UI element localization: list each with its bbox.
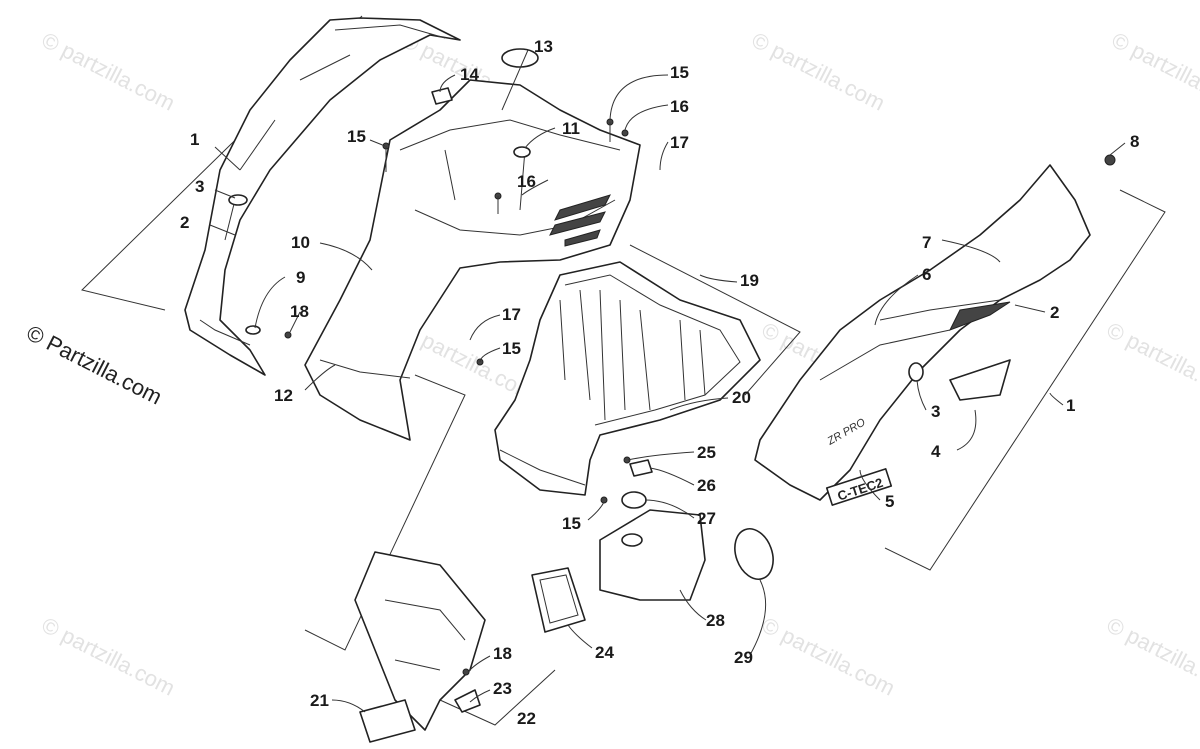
clip-26 — [629, 459, 653, 477]
callout-6: 6 — [922, 265, 931, 284]
bracket-23 — [454, 689, 481, 713]
callout-16: 16 — [517, 172, 536, 191]
watermark: © partzilla.com — [38, 612, 179, 700]
clip-21 — [359, 699, 416, 743]
watermark: © partzilla.com — [1103, 317, 1200, 405]
callout-14: 14 — [460, 65, 479, 84]
callout-24: 24 — [595, 643, 614, 662]
callout-21: 21 — [310, 691, 329, 710]
callout-27: 27 — [697, 509, 716, 528]
callout-29: 29 — [734, 648, 753, 667]
gasket-27 — [621, 491, 647, 509]
callout-19: 19 — [740, 271, 759, 290]
grommet-9 — [245, 325, 261, 335]
callout-16: 16 — [670, 97, 689, 116]
callout-28: 28 — [706, 611, 725, 630]
bracket-14 — [431, 87, 453, 105]
callout-17: 17 — [502, 305, 521, 324]
callout-labels: 1 2 3 9 10 18 12 14 13 15 11 16 15 16 17… — [180, 37, 1139, 728]
callout-11: 11 — [562, 119, 580, 138]
watermark: © partzilla.com — [1103, 612, 1200, 700]
callout-15: 15 — [562, 514, 581, 533]
watermark: © partzilla.com — [38, 27, 179, 115]
lower-nose — [354, 551, 486, 743]
right-side-panel: C-TEC2 ZR PRO — [754, 164, 1091, 506]
hood-assembly — [304, 48, 641, 441]
callout-1: 1 — [190, 130, 199, 149]
callout-15: 15 — [502, 339, 521, 358]
callout-23: 23 — [493, 679, 512, 698]
watermark: © partzilla.com — [1108, 27, 1200, 115]
callout-5: 5 — [885, 492, 894, 511]
left-side-panel — [184, 17, 461, 376]
clip-11 — [513, 146, 531, 158]
watermark: © partzilla.com — [748, 27, 889, 115]
leader-lines — [209, 49, 1126, 713]
callout-22: 22 — [517, 709, 536, 728]
callout-10: 10 — [291, 233, 310, 252]
callout-26: 26 — [697, 476, 716, 495]
callout-25: 25 — [697, 443, 716, 462]
callout-13: 13 — [534, 37, 553, 56]
callout-2: 2 — [1050, 303, 1059, 322]
callout-15: 15 — [347, 127, 366, 146]
callout-3: 3 — [195, 177, 204, 196]
intake-duct — [531, 459, 774, 633]
air-box — [494, 261, 761, 496]
callout-18: 18 — [290, 302, 309, 321]
cap-13 — [501, 48, 539, 68]
callout-7: 7 — [922, 233, 931, 252]
callout-20: 20 — [732, 388, 751, 407]
seal-24 — [531, 567, 586, 633]
callout-12: 12 — [274, 386, 293, 405]
callout-4: 4 — [931, 442, 941, 461]
callout-8: 8 — [1130, 132, 1139, 151]
callout-9: 9 — [296, 268, 305, 287]
watermark: © partzilla.com — [758, 612, 899, 700]
callout-17: 17 — [670, 133, 689, 152]
callout-3: 3 — [931, 402, 940, 421]
rivet-3-right — [908, 362, 924, 382]
callout-1: 1 — [1066, 396, 1075, 415]
callout-15: 15 — [670, 63, 689, 82]
clamp-29 — [734, 528, 774, 580]
callout-18: 18 — [493, 644, 512, 663]
callout-2: 2 — [180, 213, 189, 232]
